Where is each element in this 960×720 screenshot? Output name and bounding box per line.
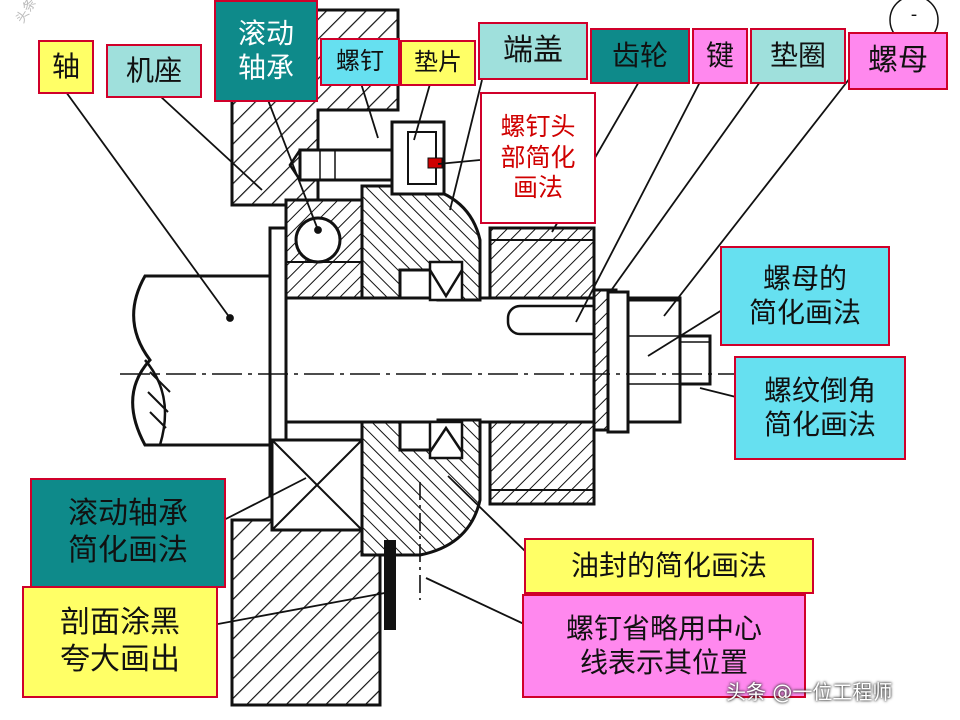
- label-key: 键: [692, 28, 748, 84]
- watermark-bottom: 头条 @一位工程师: [726, 680, 893, 704]
- leader-lines: [65, 77, 851, 625]
- corner-circle-mark: -: [910, 4, 918, 25]
- label-nut: 螺母: [848, 32, 948, 90]
- label-screw: 螺钉: [320, 38, 400, 86]
- label-gear: 齿轮: [590, 28, 690, 84]
- label-end-cap: 端盖: [478, 22, 588, 80]
- frame-lower: [230, 518, 382, 707]
- screw: [288, 120, 446, 196]
- label-nut-simplified: 螺母的 简化画法: [720, 246, 890, 346]
- label-oil-seal-simplified: 油封的简化画法: [524, 538, 814, 594]
- label-screw-head-simplified: 螺钉头 部简化 画法: [480, 92, 596, 224]
- label-washer: 垫圈: [750, 28, 846, 84]
- label-thread-chamfer-simplified: 螺纹倒角 简化画法: [734, 356, 906, 460]
- bearing-lower-simplified: [270, 438, 364, 532]
- label-shaft: 轴: [38, 40, 94, 94]
- label-rolling-bearing: 滚动 轴承: [214, 0, 318, 102]
- bearing-upper: [284, 198, 364, 300]
- washer-and-nut: [606, 290, 682, 434]
- label-gasket: 垫片: [400, 40, 476, 86]
- label-frame: 机座: [106, 44, 202, 98]
- end-cap-lower: [360, 418, 482, 630]
- label-bearing-simplified: 滚动轴承 简化画法: [30, 478, 226, 588]
- label-screw-centerline: 螺钉省略用中心 线表示其位置: [522, 594, 806, 698]
- label-section-blackened: 剖面涂黑 夸大画出: [22, 586, 218, 698]
